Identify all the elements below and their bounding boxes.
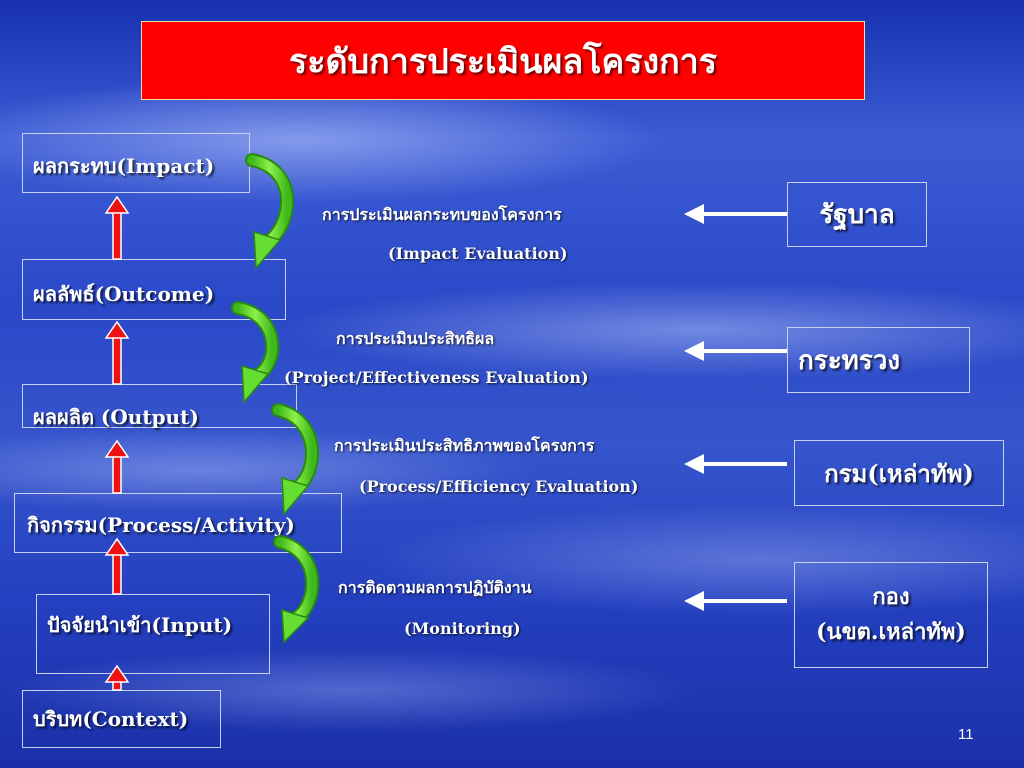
curved-arrow-icon bbox=[245, 153, 294, 270]
org-department-label: กรม(เหล่าทัพ) bbox=[824, 458, 974, 488]
evaluation-effectiveness-english: (Project/Effectiveness Evaluation) bbox=[284, 368, 589, 387]
evaluation-efficiency-thai: การประเมินประสิทธิภาพของโครงการ bbox=[334, 436, 595, 455]
level-process-activity-label: กิจกรรม(Process/Activity) bbox=[27, 513, 295, 537]
left-arrow-icon bbox=[684, 591, 787, 611]
evaluation-effectiveness-thai: การประเมินประสิทธิผล bbox=[336, 329, 495, 348]
org-government: รัฐบาล bbox=[787, 182, 927, 247]
level-context-label: บริบท(Context) bbox=[33, 707, 189, 731]
slide-title-box: ระดับการประเมินผลโครงการ bbox=[141, 21, 865, 100]
evaluation-impact-english: (Impact Evaluation) bbox=[388, 244, 568, 263]
curved-arrow-icon bbox=[271, 403, 319, 516]
org-division-sublabel: (นขต.เหล่าทัพ) bbox=[816, 619, 966, 645]
up-arrow-icon bbox=[104, 320, 130, 385]
left-arrow-icon bbox=[684, 341, 787, 361]
org-government-label: รัฐบาล bbox=[819, 200, 895, 230]
level-impact-label: ผลกระทบ(Impact) bbox=[33, 154, 215, 178]
level-input: ปัจจัยนำเข้า(Input) bbox=[36, 594, 270, 674]
org-department: กรม(เหล่าทัพ) bbox=[794, 440, 1004, 506]
left-arrow-icon bbox=[684, 204, 787, 224]
level-output: ผลผลิต (Output) bbox=[22, 384, 297, 429]
level-outcome-label: ผลลัพธ์(Outcome) bbox=[33, 282, 215, 306]
evaluation-monitoring-english: (Monitoring) bbox=[404, 619, 521, 638]
level-outcome: ผลลัพธ์(Outcome) bbox=[22, 259, 286, 320]
evaluation-monitoring-thai: การติดตามผลการปฏิบัติงาน bbox=[338, 578, 532, 597]
evaluation-impact-thai: การประเมินผลกระทบของโครงการ bbox=[322, 205, 562, 224]
org-division: กอง (นขต.เหล่าทัพ) bbox=[794, 562, 988, 668]
level-output-label: ผลผลิต (Output) bbox=[33, 405, 199, 429]
page-number: 11 bbox=[958, 726, 974, 743]
evaluation-efficiency-english: (Process/Efficiency Evaluation) bbox=[359, 477, 639, 496]
slide-title: ระดับการประเมินผลโครงการ bbox=[288, 41, 718, 82]
org-ministry-label: กระทรวง bbox=[798, 345, 901, 376]
org-division-label: กอง bbox=[872, 583, 910, 610]
level-input-label: ปัจจัยนำเข้า(Input) bbox=[47, 613, 233, 637]
up-arrow-icon bbox=[104, 195, 130, 260]
org-ministry: กระทรวง bbox=[787, 327, 970, 393]
curved-arrow-icon bbox=[231, 301, 280, 404]
left-arrow-icon bbox=[684, 454, 787, 474]
level-process-activity: กิจกรรม(Process/Activity) bbox=[14, 493, 342, 553]
up-arrow-icon bbox=[104, 537, 130, 595]
level-impact: ผลกระทบ(Impact) bbox=[22, 133, 250, 193]
up-arrow-icon bbox=[104, 439, 130, 494]
up-arrow-icon bbox=[104, 664, 130, 691]
level-context: บริบท(Context) bbox=[22, 690, 221, 748]
curved-arrow-icon bbox=[273, 535, 320, 644]
